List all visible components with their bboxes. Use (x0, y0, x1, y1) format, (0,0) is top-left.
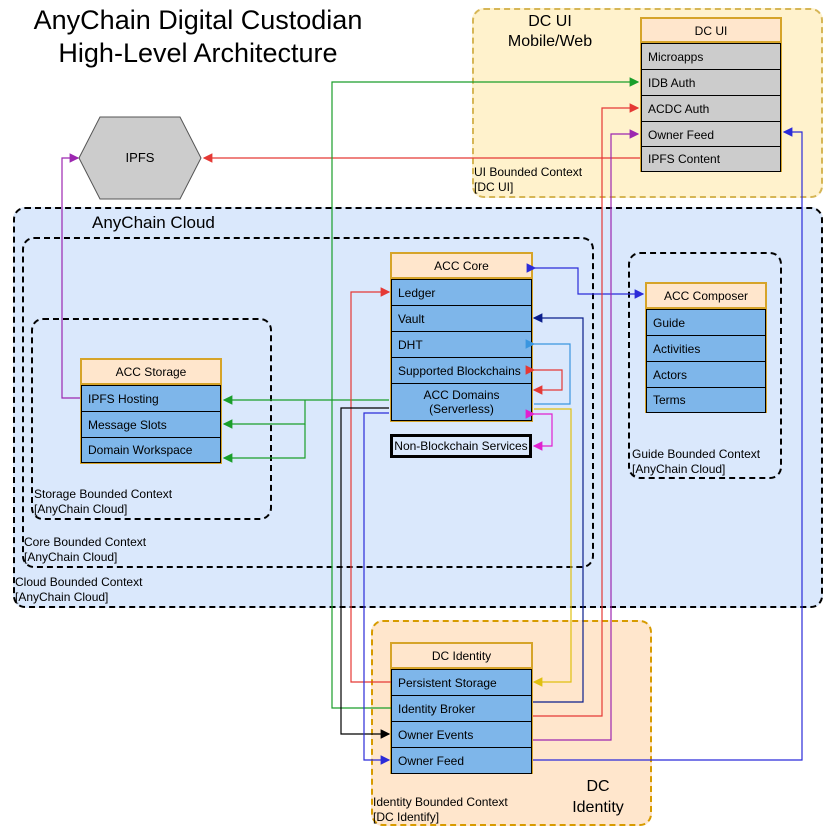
acc-composer-activities[interactable]: Activities (646, 335, 766, 362)
identity-context-label: Identity Bounded Context [DC Identify] (373, 795, 508, 824)
wire-domains-to-domain-workspace (222, 424, 306, 463)
non-blockchain-services[interactable]: Non-Blockchain Services (390, 434, 532, 458)
identity-region-title-line1: DC (586, 778, 610, 795)
ui-region-title-line1: DC UI (528, 13, 572, 30)
dc-identity-owner-feed[interactable]: Owner Feed (391, 747, 532, 774)
diagram-title-line1: AnyChain Digital Custodian (33, 5, 363, 35)
acc-core-supported-blockchains[interactable]: Supported Blockchains (391, 357, 532, 384)
identity-region-title: DC Identity (560, 776, 636, 818)
acc-storage-message-slots[interactable]: Message Slots (81, 411, 221, 438)
wire-non-blockchain-services (525, 409, 553, 451)
acc-core-header: ACC Core (390, 252, 533, 279)
acc-storage-header: ACC Storage (80, 358, 222, 385)
wire-domains-to-owner-events (340, 407, 391, 739)
cloud-region-title: AnyChain Cloud (92, 213, 215, 232)
wire-domains-to-message-slots (222, 400, 306, 429)
dc-ui-microapps[interactable]: Microapps (641, 43, 781, 70)
storage-bounded-context (31, 318, 272, 520)
ui-region-title-line2: Mobile/Web (507, 33, 593, 50)
wire-owner-events-to-acdc-auth (533, 103, 640, 717)
dc-identity-owner-events[interactable]: Owner Events (391, 721, 532, 748)
dc-identity-header: DC Identity (390, 642, 533, 669)
ipfs-label: IPFS (126, 150, 155, 165)
acc-composer-header: ACC Composer (645, 282, 767, 309)
core-context-label: Core Bounded Context [AnyChain Cloud] (24, 535, 147, 564)
acc-composer-terms[interactable]: Terms (646, 387, 766, 413)
acc-storage-ipfs-hosting[interactable]: IPFS Hosting (81, 385, 221, 412)
dc-ui-owner-feed[interactable]: Owner Feed (641, 121, 781, 148)
wire-domains-to-identity-owner-feed (363, 412, 391, 765)
wire-blockchains-loop (525, 365, 563, 395)
wire-core-to-composer (526, 263, 645, 299)
diagram-title-line2: High-Level Architecture (58, 38, 338, 68)
dc-ui-ipfs-content[interactable]: IPFS Content (641, 146, 781, 172)
acc-storage-domain-workspace[interactable]: Domain Workspace (81, 437, 221, 463)
wire-dht-loop (525, 339, 571, 405)
wire-identity-broker-to-microapps (331, 77, 640, 709)
storage-context-label: Storage Bounded Context [AnyChain Cloud] (34, 487, 173, 516)
ui-context-label: UI Bounded Context [DC UI] (474, 165, 583, 194)
guide-context-label: Guide Bounded Context [AnyChain Cloud] (632, 447, 761, 476)
dc-ui-header: DC UI (640, 17, 782, 43)
ui-region-title: DC UI Mobile/Web (480, 12, 620, 52)
wire-identity-owner-feed-to-ui (533, 127, 803, 761)
guide-bounded-context (628, 252, 782, 479)
wire-identity-broker-to-vault (532, 313, 584, 703)
ipfs-hexagon: IPFS (78, 116, 202, 200)
acc-core-domains[interactable]: ACC Domains (Serverless) (391, 383, 532, 421)
wire-ipfs-hosting-to-ipfs (61, 153, 80, 399)
wire-owner-events-to-owner-feed (533, 129, 640, 741)
diagram-title: AnyChain Digital Custodian High-Level Ar… (8, 4, 388, 70)
cloud-context-label: Cloud Bounded Context [AnyChain Cloud] (15, 575, 143, 604)
wire-persistent-storage-to-ledger (350, 287, 391, 683)
identity-region-title-line2: Identity (572, 799, 624, 816)
wire-domains-to-persistent-storage (532, 408, 572, 687)
core-bounded-context (22, 237, 594, 568)
acc-core-vault[interactable]: Vault (391, 305, 532, 332)
